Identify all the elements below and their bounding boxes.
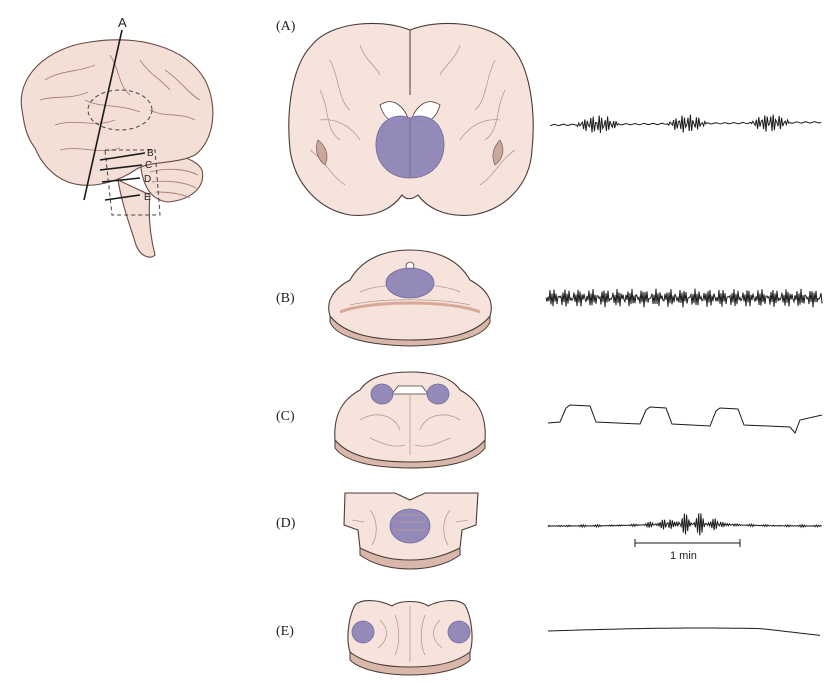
section-e: [347, 600, 473, 676]
section-b: [328, 249, 492, 347]
scale-bar-label: 1 min: [670, 550, 697, 562]
nucleus-c-left: [370, 383, 394, 405]
cut-line-e: [104, 194, 141, 201]
brainstem: [117, 179, 156, 258]
cut-line-d: [101, 177, 141, 183]
section-label-c: C: [145, 160, 152, 171]
panel-label-d: (D): [276, 516, 296, 531]
trace-b: [545, 288, 823, 308]
trace-a: [549, 114, 822, 133]
cut-line-a: [83, 29, 123, 201]
panel-label-a: (A): [276, 19, 296, 34]
cut-line-b: [99, 152, 146, 161]
section-c: [334, 371, 486, 469]
panel-label-c: (C): [276, 409, 295, 424]
trace-e: [547, 627, 821, 636]
coronal-section-a: [288, 22, 534, 216]
nucleus-e-right: [447, 620, 471, 644]
panel-label-b: (B): [276, 291, 295, 306]
nucleus-d: [389, 508, 431, 544]
trace-c: [547, 404, 823, 434]
trace-d: [547, 513, 822, 536]
panel-label-e: (E): [276, 624, 294, 639]
scale-bar: 1 min: [634, 539, 741, 562]
section-label-e: E: [144, 192, 151, 203]
section-label-a: A: [118, 15, 127, 30]
section-label-b: B: [147, 148, 154, 159]
cut-line-c: [99, 164, 143, 171]
lateral-brain-view: A B C D E: [20, 15, 214, 258]
nucleus-c-right: [426, 383, 450, 405]
section-label-d: D: [144, 174, 151, 185]
nucleus-b: [385, 267, 435, 299]
nucleus-e-left: [351, 620, 375, 644]
section-d: [343, 492, 479, 570]
